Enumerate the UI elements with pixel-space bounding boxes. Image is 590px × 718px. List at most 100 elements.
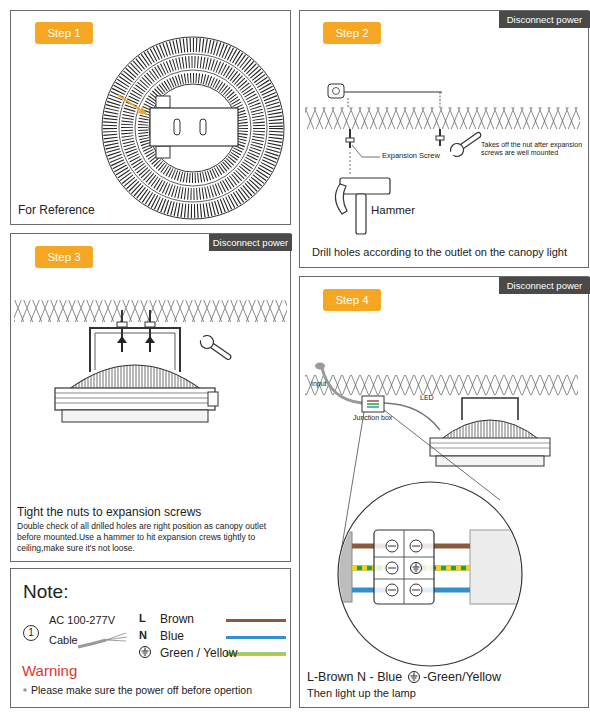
- part-label: Expansion Screw: [382, 151, 440, 160]
- ring-line: [119, 54, 267, 202]
- cable-sheath: [470, 530, 530, 604]
- cable-sketch: [78, 640, 106, 647]
- ceiling: [305, 107, 580, 129]
- bracket-tab: [156, 96, 170, 108]
- ground-symbol: [411, 563, 422, 574]
- hammer-head: [340, 178, 390, 194]
- tag-text: Disconnect power: [209, 234, 292, 251]
- tape-measure: [328, 84, 344, 98]
- lamp-top-view: [102, 37, 284, 219]
- wrench-icon: [197, 332, 234, 364]
- step-badge: Step 3: [35, 246, 93, 268]
- step-panel: Disconnect powerStep 3 Tight the nuts to …: [10, 233, 291, 562]
- fin-ring: [110, 45, 276, 211]
- tape-measure-dial: [333, 88, 340, 95]
- cable-cores: [106, 633, 127, 641]
- pointer-arrow: [118, 95, 142, 111]
- wire-key: L-Brown N - Blue: [307, 670, 402, 685]
- wire-code: L: [139, 612, 146, 625]
- step-title: Step 2: [323, 22, 381, 44]
- number-circle: 1: [23, 625, 39, 641]
- legend-swatch: [226, 636, 286, 639]
- step-badge: Step 4: [323, 289, 381, 311]
- drilling-illustration: [305, 84, 580, 234]
- hammer-claw: [335, 184, 347, 214]
- measure-drop: [348, 98, 349, 107]
- step-panel: Disconnect powerStep 4 L-Brown N - Blue -G…: [299, 276, 589, 708]
- lamp-lens: [62, 410, 208, 422]
- part-label: Junction box: [353, 414, 392, 422]
- part-label: Cable: [49, 634, 78, 647]
- mounting-illustration: [14, 300, 287, 422]
- bracket-tab: [156, 146, 170, 158]
- note-heading: Note:: [23, 581, 68, 604]
- wire-mark: [367, 403, 379, 405]
- up-arrowhead: [117, 336, 127, 343]
- screw-nut: [117, 322, 127, 327]
- step-panel: Disconnect powerStep 2Drill holes accord…: [299, 10, 589, 268]
- panel-caption: For Reference: [18, 203, 95, 217]
- wire-mark: [367, 400, 379, 402]
- up-arrow: [121, 342, 123, 352]
- body-ribs: [55, 393, 215, 403]
- part-label: Hammer: [371, 204, 415, 218]
- lamp-rim: [102, 37, 284, 219]
- legend-label: Blue: [160, 629, 184, 643]
- bracket-slot: [200, 119, 206, 135]
- leader-line: [352, 145, 380, 157]
- mount-bracket: [150, 108, 238, 146]
- ceiling: [305, 375, 578, 395]
- pointer-arrowhead: [138, 107, 148, 115]
- instruction-note: Takes off the nut after expansion screws…: [481, 141, 589, 157]
- step-panel: Step 1 For Reference: [10, 10, 291, 225]
- lamp-heatsink: [440, 420, 540, 440]
- warning-heading: Warning: [22, 662, 77, 680]
- legend-label: Brown: [160, 612, 194, 626]
- wire-mark: [367, 406, 379, 408]
- part-label: Input: [311, 380, 327, 388]
- lamp-body: [430, 438, 550, 456]
- screw-nut: [346, 138, 354, 142]
- lamp-body: [55, 388, 215, 410]
- measure-drop: [440, 92, 441, 107]
- body-ribs: [430, 443, 550, 448]
- step-title: Step 3: [35, 246, 93, 268]
- warning-tag: Disconnect power: [209, 234, 292, 251]
- step-title: Step 1: [35, 22, 93, 44]
- fin-ring: [127, 62, 259, 194]
- panel-heading: Tight the nuts to expansion screws: [17, 505, 201, 519]
- warning-tag: Disconnect power: [499, 277, 590, 294]
- terminal-dividers: [374, 530, 434, 604]
- warning-text: Please make sure the power off before op…: [31, 684, 252, 697]
- wire-key: -Green/Yellow: [423, 670, 501, 685]
- wrench-icon: [447, 128, 484, 160]
- measure-line: [344, 92, 442, 93]
- wiring-illustration: [305, 363, 578, 683]
- wire-code: N: [139, 629, 147, 642]
- fin-ring: [143, 78, 243, 178]
- screw-nut: [145, 322, 155, 327]
- step-title: Step 4: [323, 289, 381, 311]
- step-badge: Step 2: [323, 22, 381, 44]
- panel-caption: Then light up the lamp: [307, 687, 416, 700]
- input-cable: [322, 368, 362, 403]
- bullet: [23, 688, 27, 692]
- part-label: LED: [420, 394, 434, 402]
- ground-symbol: [409, 672, 420, 683]
- strike-line: [350, 152, 351, 176]
- legend-swatch: [226, 619, 286, 622]
- cable-sheath: [330, 532, 352, 602]
- lamp-heatsink: [68, 365, 202, 390]
- ground-symbol: [140, 647, 151, 658]
- up-arrowhead: [145, 336, 155, 343]
- driver-box: [208, 392, 218, 406]
- tag-text: Disconnect power: [499, 277, 590, 294]
- ring-line: [135, 70, 251, 186]
- mount-bracket: [462, 398, 518, 420]
- lamp-hub: [149, 84, 237, 172]
- panel-caption: Drill holes according to the outlet on t…: [312, 246, 567, 259]
- terminal-block: [374, 530, 434, 604]
- panel-body: Double check of all drilled holes are ri…: [17, 521, 289, 554]
